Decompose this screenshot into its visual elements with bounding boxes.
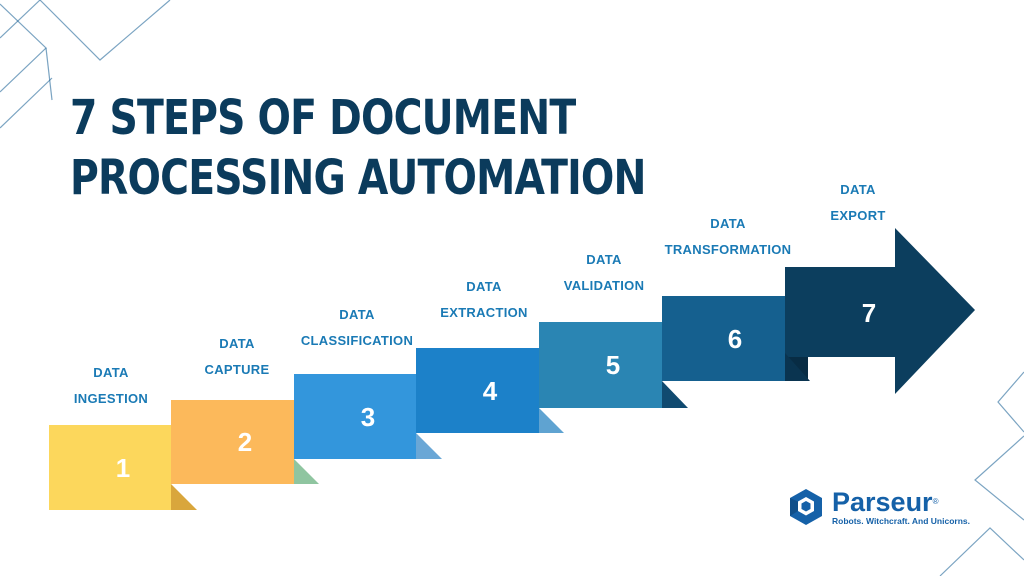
step-6-body — [662, 296, 785, 381]
step-1-fold — [171, 484, 197, 510]
step-1-label: DATA INGESTION — [73, 365, 149, 406]
step-2-label: DATA CAPTURE — [204, 336, 270, 377]
step-7-body — [785, 228, 975, 394]
step-3-number: 3 — [361, 402, 375, 432]
step-2-fold — [294, 459, 319, 484]
step-6-block: 6 — [662, 296, 810, 381]
title-line-2: PROCESSING AUTOMATION — [70, 150, 646, 206]
logo-text: Parseur® Robots. Witchcraft. And Unicorn… — [832, 488, 970, 527]
title-line-1: 7 STEPS OF DOCUMENT — [70, 90, 576, 146]
step-7-number: 7 — [862, 298, 876, 328]
step-4-label: DATA EXTRACTION — [440, 279, 528, 320]
step-2-body — [171, 400, 294, 484]
step-3-block: 3 — [294, 374, 442, 459]
step-3-label: DATA CLASSIFICATION — [300, 307, 414, 348]
step-3-body — [294, 374, 416, 459]
step-6-label: DATA TRANSFORMATION — [664, 216, 792, 257]
step-1-number: 1 — [116, 453, 130, 483]
registered-mark: ® — [932, 496, 939, 506]
step-5-label: DATA VALIDATION — [563, 252, 645, 293]
step-6-number: 6 — [728, 324, 742, 354]
step-4-fold — [539, 408, 564, 433]
page-title: 7 STEPS OF DOCUMENT PROCESSING AUTOMATIO… — [70, 88, 646, 208]
step-1-block: 1 — [49, 425, 197, 510]
step-6-fold — [785, 353, 810, 381]
parseur-logo: Parseur® Robots. Witchcraft. And Unicorn… — [786, 487, 970, 527]
step-7-label: DATA EXPORT — [830, 182, 886, 223]
step-7-arrow: 7 — [785, 228, 975, 394]
step-5-number: 5 — [606, 350, 620, 380]
step-2-block: 2 — [171, 400, 319, 484]
step-1-body — [49, 425, 171, 510]
logo-tagline: Robots. Witchcraft. And Unicorns. — [832, 515, 970, 526]
step-5-fold — [662, 381, 688, 408]
step-4-body — [416, 348, 539, 433]
step-5-block: 5 — [539, 322, 688, 408]
step-5-body — [539, 322, 662, 408]
parseur-logo-icon — [790, 489, 822, 525]
step-2-number: 2 — [238, 427, 252, 457]
step-3-fold — [416, 433, 442, 459]
logo-name: Parseur® — [832, 486, 939, 517]
step-4-block: 4 — [416, 348, 564, 433]
step-4-number: 4 — [483, 376, 498, 406]
